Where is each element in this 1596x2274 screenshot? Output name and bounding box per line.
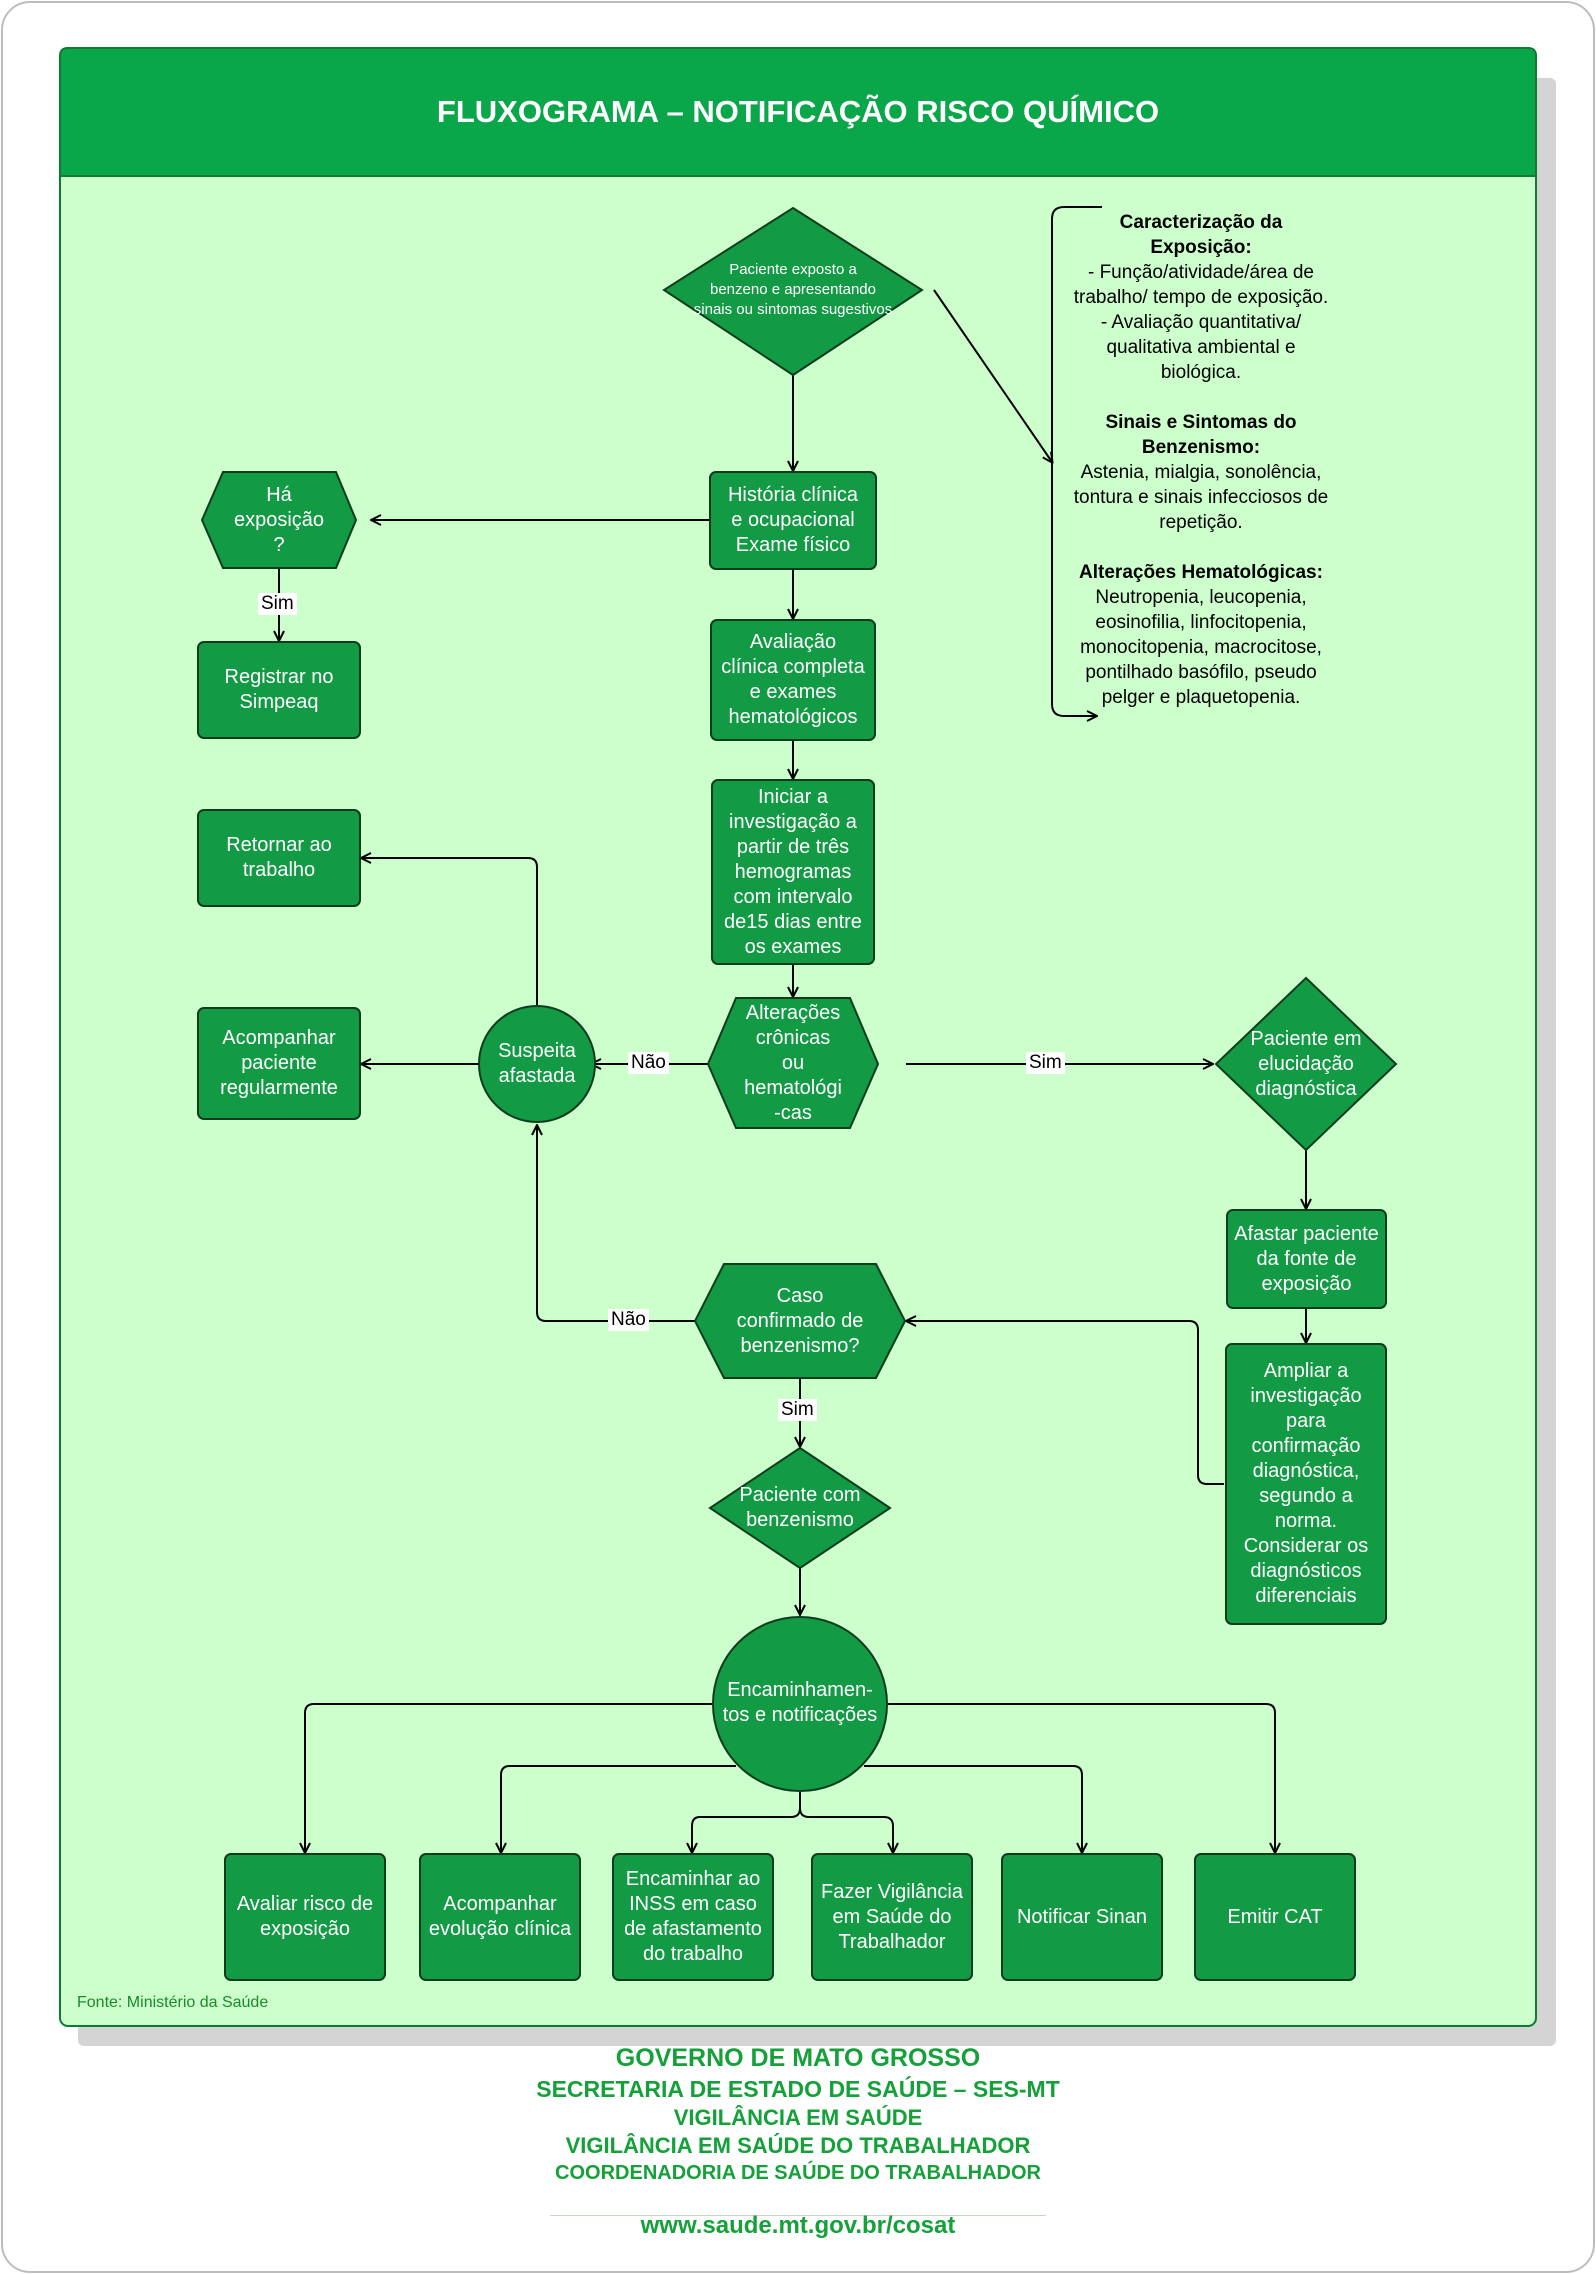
node-exposicao-label: Há exposição ? [233,483,325,556]
node-acompanhar-evol-box [419,1853,581,1981]
edge-suspeita-retornar [362,858,538,1005]
edge-ampliar-caso [907,1321,1224,1485]
node-suspeita-circle [478,1005,596,1123]
info-heading-hematologicas: Alterações Hematológicas: [1079,562,1323,583]
edge-enc-sinan [864,1765,1082,1852]
node-elucidacao-diamond [1214,976,1398,1152]
node-encaminhamentos-label: Encaminhamen- tos e notificações [722,1679,878,1726]
footer-line-vigilancia: VIGILÂNCIA EM SAÚDE [673,2105,923,2130]
node-historia-label: História clínica e ocupacional Exame fís… [727,484,859,556]
node-acompanhar-box [197,1007,361,1120]
node-inss-box [612,1853,774,1981]
node-exposicao-hexagon [200,471,358,569]
node-caso-label: Caso confirmado de benzenismo? [736,1284,864,1357]
footer-line-coordenadoria: COORDENADORIA DE SAÚDE DO TRABALHADOR [555,2162,1041,2184]
edge-label-nao-caso: Não [608,1309,649,1331]
node-registrar-box [197,641,361,739]
footer-divider [550,2215,1046,2216]
footer: GOVERNO DE MATO GROSSO SECRETARIA DE EST… [0,2042,1596,2186]
node-suspeita-label: Suspeita afastada [498,1040,576,1087]
footer-line-secretaria: SECRETARIA DE ESTADO DE SAÚDE – SES-MT [536,2076,1060,2102]
node-paciente-diamond [708,1446,892,1570]
source-note: Fonte: Ministério da Saúde [77,1994,269,2011]
edge-enc-acompanhar [501,1765,736,1852]
node-avaliacao-box [710,619,876,741]
edge-enc-cat [888,1703,1275,1852]
node-retornar-label: Retornar ao trabalho [226,834,332,881]
node-vigilancia-box [811,1853,973,1981]
node-ampliar-label: Ampliar a investigação para confirmação … [1243,1360,1369,1607]
node-elucidacao-label: Paciente em elucidação diagnóstica [1250,1027,1362,1100]
page-title: FLUXOGRAMA – NOTIFICAÇÃO RISCO QUÍMICO [436,94,1160,129]
node-ampliar-box [1225,1343,1387,1625]
node-caso-hexagon [693,1263,907,1379]
info-text-exposicao: - Função/atividade/área de trabalho/ tem… [1073,262,1329,383]
node-paciente-label: Paciente com benzenismo [739,1484,861,1531]
node-afastar-label: Afastar paciente da fonte de exposição [1234,1222,1379,1295]
node-vigilancia-label: Fazer Vigilância em Saúde do Trabalhador [821,1880,963,1953]
node-alteracoes-label: Alterações crônicas ou hematológi -cas [744,1001,842,1124]
node-alteracoes-hexagon [706,997,880,1129]
edge-label-sim-alteracoes: Sim [1026,1052,1065,1074]
edge-label-nao-alteracoes: Não [628,1052,669,1074]
footer-url-link[interactable]: www.saude.mt.gov.br/cosat [640,2212,956,2239]
info-text-sintomas: Astenia, mialgia, sonolência, tontura e … [1073,462,1329,533]
info-heading-sintomas: Sinais e Sintomas do Benzenismo: [1105,412,1297,458]
node-cat-label: Emitir CAT [1227,1905,1323,1928]
node-iniciar-box [711,779,875,965]
node-registrar-label: Registrar no Simpeaq [224,666,334,713]
node-iniciar-label: Iniciar a investigação a partir de três … [724,785,862,958]
node-acompanhar-label: Acompanhar paciente regularmente [220,1027,338,1099]
node-inss-label: Encaminhar ao INSS em caso de afastament… [624,1868,762,1965]
info-panel: Caracterização da Exposição: - Função/at… [1056,210,1346,710]
node-start-label: Paciente exposto a benzeno e apresentand… [693,261,893,318]
node-acompanhar-evol-label: Acompanhar evolução clínica [428,1893,572,1940]
edge-caso-suspeita [537,1126,695,1322]
footer-line-governo: GOVERNO DE MATO GROSSO [615,2044,981,2072]
node-sinan-box [1001,1853,1163,1981]
node-sinan-label: Notificar Sinan [1016,1905,1148,1928]
edge-start-info [933,289,1052,462]
edge-enc-avaliar [305,1703,712,1852]
node-cat-box [1194,1853,1356,1981]
node-historia-box [709,471,877,570]
info-bracket [1051,206,1102,716]
node-retornar-box [197,809,361,907]
header-bar [59,47,1537,177]
node-avaliar-label: Avaliar risco de exposição [236,1893,374,1940]
node-avaliacao-label: Avaliação clínica completa e exames hema… [721,631,865,728]
footer-line-vigilancia-trabalhador: VIGILÂNCIA EM SAÚDE DO TRABALHADOR [565,2133,1031,2158]
info-heading-exposicao: Caracterização da Exposição: [1119,212,1283,258]
edge-label-sim-caso: Sim [778,1399,817,1421]
node-afastar-box [1226,1209,1387,1309]
node-start-diamond [662,206,924,377]
node-avaliar-box [224,1853,386,1981]
edge-enc-vigilancia [799,1807,893,1852]
node-encaminhamentos-circle [712,1616,888,1792]
info-text-hematologicas: Neutropenia, leucopenia, eosinofilia, li… [1080,587,1322,708]
edge-label-sim-exposicao: Sim [258,593,297,615]
